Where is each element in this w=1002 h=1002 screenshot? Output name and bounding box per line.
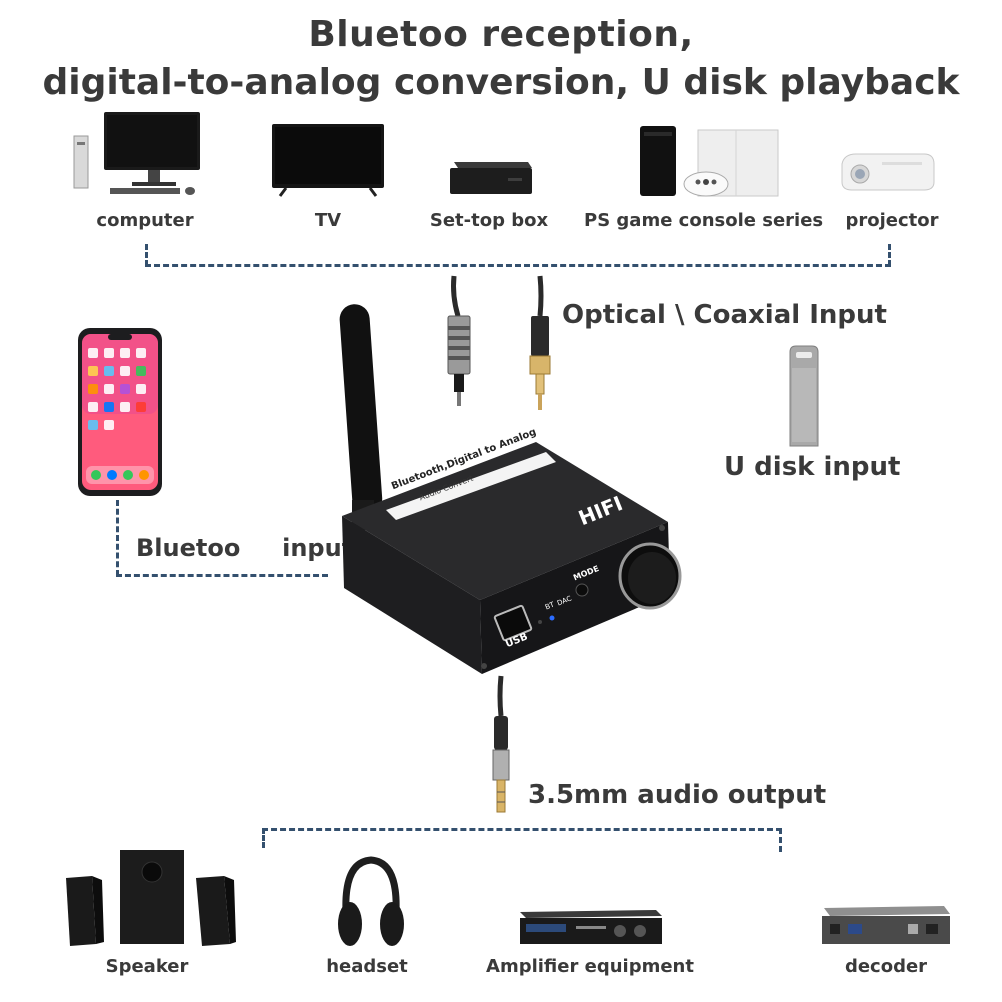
bottom-bracket-line [262,828,782,831]
bottom-bracket-left [262,828,265,848]
top-bracket-line [145,264,891,267]
bluetooth-connector-vertical [116,500,119,576]
output-label-amplifier: Amplifier equipment [486,956,694,977]
decoder-icon [822,906,950,944]
game-console-icon [640,126,779,197]
headset-icon [338,856,404,946]
projector-icon [841,153,935,191]
set-top-box-icon [450,162,532,194]
source-label-tv: TV [314,210,342,231]
tv-icon [272,124,384,197]
title-line-2: digital-to-analog conversion, U disk pla… [42,62,960,103]
computer-icon [73,112,200,195]
source-label-computer: computer [96,210,194,231]
title-line-1: Bluetoo reception, [308,14,694,55]
top-bracket-left [145,244,148,266]
output-label-decoder: decoder [844,956,928,977]
source-label-ps-game-console: PS game console series [584,210,824,231]
speaker-icon [66,850,236,946]
top-bracket-right [888,244,891,266]
audio-jack-icon [492,675,510,813]
usb-flash-drive-icon [789,345,819,447]
amplifier-icon [520,910,662,944]
source-label-set-top-box: Set-top box [429,210,549,231]
coaxial-cable-icon [529,275,551,410]
bluetooth-connector-horizontal [116,574,328,577]
bottom-bracket-right [779,828,782,852]
u-disk-input-label: U disk input [724,452,901,482]
optical-cable-icon [447,275,471,406]
dac-device [339,304,682,674]
source-label-projector: projector [845,210,939,231]
bluetooth-input-label: Bluetoo input [136,534,354,562]
optical-coaxial-input-label: Optical \ Coaxial Input [562,300,887,330]
audio-output-label: 3.5mm audio output [528,780,827,810]
smartphone-icon [78,328,162,496]
output-label-speaker: Speaker [105,956,189,977]
output-label-headset: headset [326,956,408,977]
